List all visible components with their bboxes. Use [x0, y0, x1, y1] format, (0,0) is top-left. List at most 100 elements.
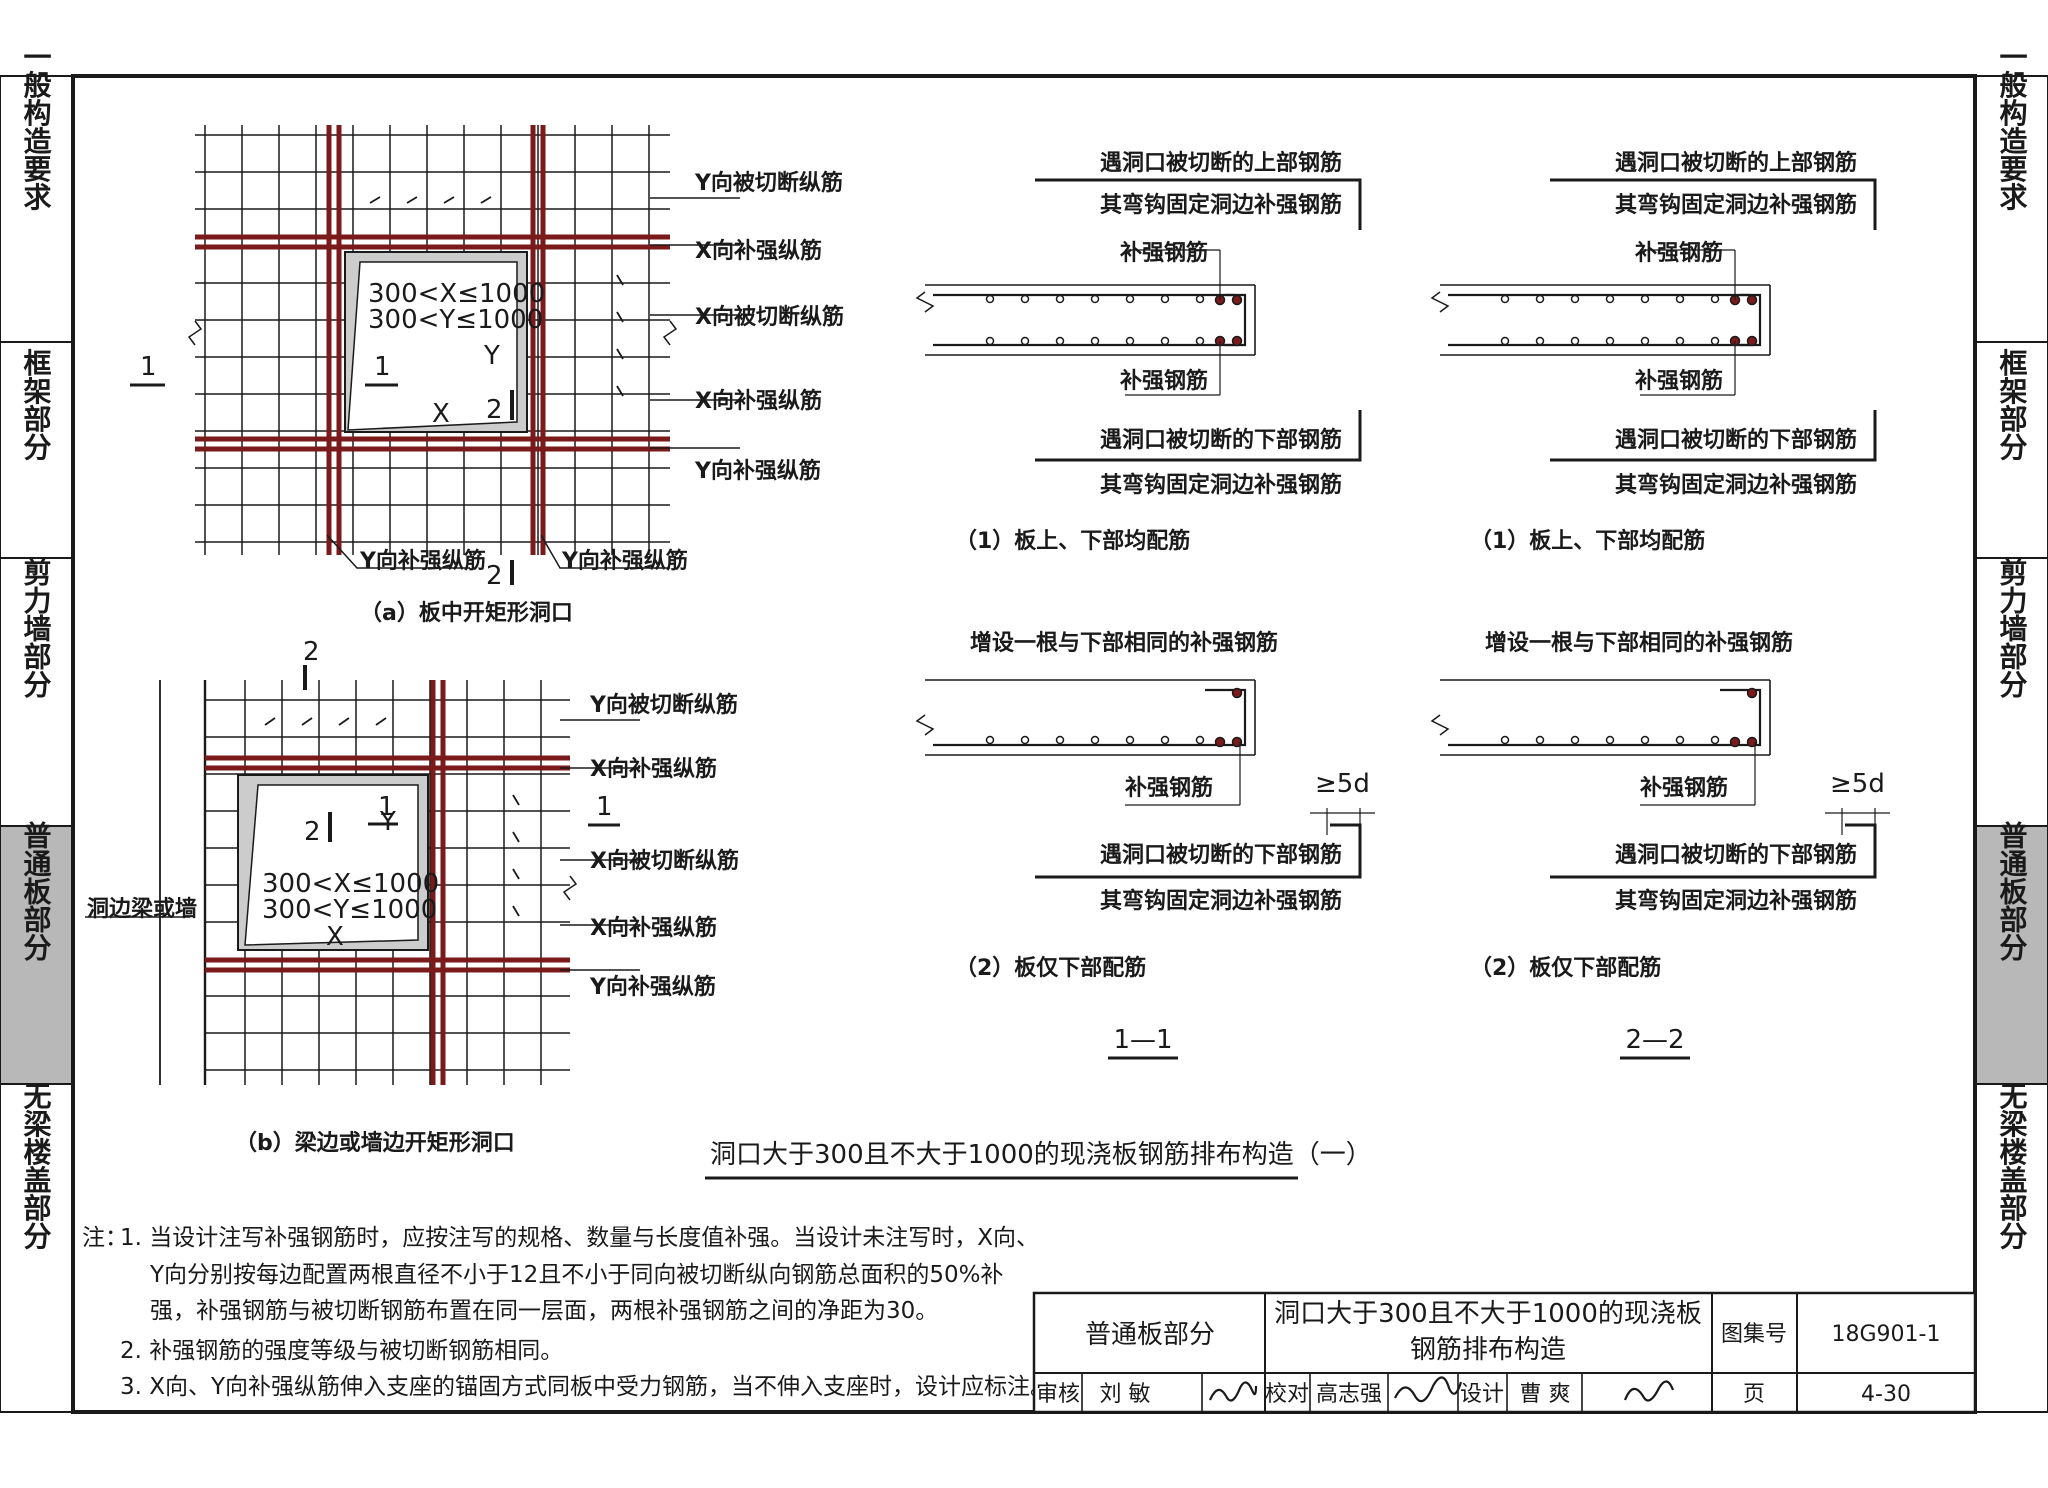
reinf-label: 补强钢筋 [1634, 368, 1723, 394]
hook-note: 其弯钩固定洞边补强钢筋 [1615, 192, 1857, 218]
add-bar-note: 增设一根与下部相同的补强钢筋 [1485, 630, 1793, 656]
section-mark-2: 2 [304, 817, 321, 847]
section-mark-2: 2 [486, 561, 503, 591]
caption-2: （2）板仅下部配筋 [955, 955, 1146, 981]
tb-review-label: 审核 [1036, 1382, 1080, 1407]
formula-x: 300<X≤1000 [262, 869, 439, 899]
side-tab-label: 无梁楼盖部分 [1996, 1082, 2029, 1251]
reinf-label: 补强钢筋 [1119, 368, 1208, 394]
section-mark-1: 1 [596, 792, 613, 822]
section-2-2: 遇洞口被切断的上部钢筋其弯钩固定洞边补强钢筋补强钢筋补强钢筋遇洞口被切断的下部钢… [1430, 150, 1890, 1060]
side-tab[interactable]: 剪力墙部分 [0, 557, 73, 827]
dim-x: X [432, 399, 450, 429]
cut-top-note: 遇洞口被切断的上部钢筋 [1100, 150, 1342, 176]
note-3: 3. X向、Y向补强纵筋伸入支座的锚固方式同板中受力钢筋，当不伸入支座时，设计应… [120, 1374, 1053, 1400]
section-mark-2: 2 [486, 395, 503, 425]
side-tab-label: 一般构造要求 [1996, 43, 2029, 211]
checker-signature [1394, 1376, 1463, 1403]
rebar-label: X向补强纵筋 [590, 915, 717, 941]
cut-top-note: 遇洞口被切断的上部钢筋 [1615, 150, 1857, 176]
tb-page-no: 4-30 [1861, 1382, 1911, 1407]
cut-bottom-note: 遇洞口被切断的下部钢筋 [1100, 842, 1342, 868]
side-tab-label: 框架部分 [20, 348, 53, 461]
reinf-label: 补强钢筋 [1124, 775, 1213, 801]
caption-1: （1）板上、下部均配筋 [1470, 528, 1705, 554]
side-tab[interactable]: 框架部分 [1975, 341, 2048, 559]
tb-title-2: 钢筋排布构造 [1410, 1335, 1566, 1365]
hook-note: 其弯钩固定洞边补强钢筋 [1100, 192, 1342, 218]
note-2: 2. 补强钢筋的强度等级与被切断钢筋相同。 [120, 1338, 563, 1364]
side-tab[interactable]: 框架部分 [0, 341, 73, 559]
formula-x: 300<X≤1000 [368, 279, 545, 309]
min-5d: ≥5d [1315, 769, 1370, 799]
side-tab[interactable]: 普通板部分 [0, 821, 73, 1085]
caption-1: （1）板上、下部均配筋 [955, 528, 1190, 554]
dim-y: Y [483, 341, 500, 371]
notes: 注：1. 当设计注写补强钢筋时，应按注写的规格、数量与长度值补强。当设计未注写时… [82, 1225, 1053, 1400]
tb-reviewer: 刘 敏 [1100, 1382, 1151, 1407]
formula-y: 300<Y≤1000 [262, 895, 437, 925]
note-1a: 1. 当设计注写补强钢筋时，应按注写的规格、数量与长度值补强。当设计未注写时，X… [120, 1225, 1039, 1251]
section-mark-1: 1 [378, 792, 395, 822]
rebar-label: Y向补强纵筋 [694, 458, 821, 484]
side-tab-label: 剪力墙部分 [20, 557, 53, 699]
section-mark-1: 1 [140, 352, 157, 382]
dim-y: Y [379, 807, 396, 837]
reinf-label: 补强钢筋 [1119, 240, 1208, 266]
hook-note: 其弯钩固定洞边补强钢筋 [1615, 888, 1857, 914]
rebar-label: X向被切断纵筋 [695, 304, 844, 330]
tb-designer: 曹 爽 [1520, 1382, 1571, 1407]
tb-atlas-label: 图集号 [1721, 1322, 1787, 1347]
title-block: 普通板部分 洞口大于300且不大于1000的现浇板钢筋排布构造 图集号 18G901-… [1032, 1291, 1977, 1414]
cut-bottom-note: 遇洞口被切断的下部钢筋 [1615, 427, 1857, 453]
detail-b-plan: Y向被切断纵筋X向补强纵筋X向被切断纵筋X向补强纵筋Y向补强纵筋洞边梁或墙300… [85, 637, 739, 1156]
tb-section: 普通板部分 [1085, 1320, 1215, 1350]
caption-b: （b）梁边或墙边开矩形洞口 [235, 1130, 515, 1156]
tb-title-1: 洞口大于300且不大于1000的现浇板 [1274, 1299, 1702, 1329]
tb-checker: 高志强 [1316, 1382, 1382, 1407]
section-title: 2—2 [1625, 1025, 1684, 1055]
section-1-1: 遇洞口被切断的上部钢筋其弯钩固定洞边补强钢筋补强钢筋补强钢筋遇洞口被切断的下部钢… [915, 150, 1375, 1060]
rebar-label: X向补强纵筋 [695, 238, 822, 264]
note-1c: 强，补强钢筋与被切断钢筋布置在同一层面，两根补强钢筋之间的净距为30。 [150, 1298, 938, 1324]
side-tab[interactable]: 一般构造要求 [0, 43, 73, 343]
rebar-label: Y向被切断纵筋 [694, 170, 843, 196]
cut-bottom-note: 遇洞口被切断的下部钢筋 [1615, 842, 1857, 868]
designer-signature [1623, 1380, 1675, 1402]
hook-note: 其弯钩固定洞边补强钢筋 [1100, 888, 1342, 914]
reviewer-signature [1208, 1381, 1258, 1402]
rebar-label: Y向被切断纵筋 [589, 692, 738, 718]
side-tab-label: 一般构造要求 [20, 43, 53, 211]
side-tab-label: 普通板部分 [1996, 821, 2029, 962]
side-tab-label: 普通板部分 [20, 821, 53, 962]
rebar-label: Y向补强纵筋 [561, 548, 688, 574]
rebar-label: X向补强纵筋 [590, 756, 717, 782]
main-title: 洞口大于300且不大于1000的现浇板钢筋排布构造（一） [710, 1140, 1372, 1170]
rebar-label: Y向补强纵筋 [589, 974, 716, 1000]
side-tab-label: 剪力墙部分 [1996, 557, 2029, 699]
formula-y: 300<Y≤1000 [368, 305, 543, 335]
dim-x: X [326, 922, 344, 952]
side-tab[interactable]: 普通板部分 [1975, 821, 2048, 1085]
side-tab[interactable]: 无梁楼盖部分 [0, 1082, 73, 1413]
section-title: 1—1 [1113, 1025, 1172, 1055]
tb-design-label: 设计 [1460, 1382, 1504, 1407]
side-tab[interactable]: 一般构造要求 [1975, 43, 2048, 343]
tb-check-label: 校对 [1265, 1382, 1309, 1407]
rebar-label: X向补强纵筋 [695, 388, 822, 414]
section-mark-1: 1 [374, 352, 391, 382]
min-5d: ≥5d [1830, 769, 1885, 799]
tb-page-label: 页 [1743, 1382, 1765, 1407]
side-tab[interactable]: 剪力墙部分 [1975, 557, 2048, 827]
side-tab-label: 框架部分 [1996, 348, 2029, 461]
side-tab[interactable]: 无梁楼盖部分 [1975, 1082, 2048, 1413]
main-title-group: 洞口大于300且不大于1000的现浇板钢筋排布构造（一） [705, 1140, 1372, 1180]
tb-atlas-no: 18G901-1 [1832, 1322, 1941, 1347]
section-mark-2: 2 [303, 637, 320, 667]
notes-prefix: 注： [82, 1225, 128, 1251]
rebar-label: Y向补强纵筋 [359, 548, 486, 574]
caption-2: （2）板仅下部配筋 [1470, 955, 1661, 981]
